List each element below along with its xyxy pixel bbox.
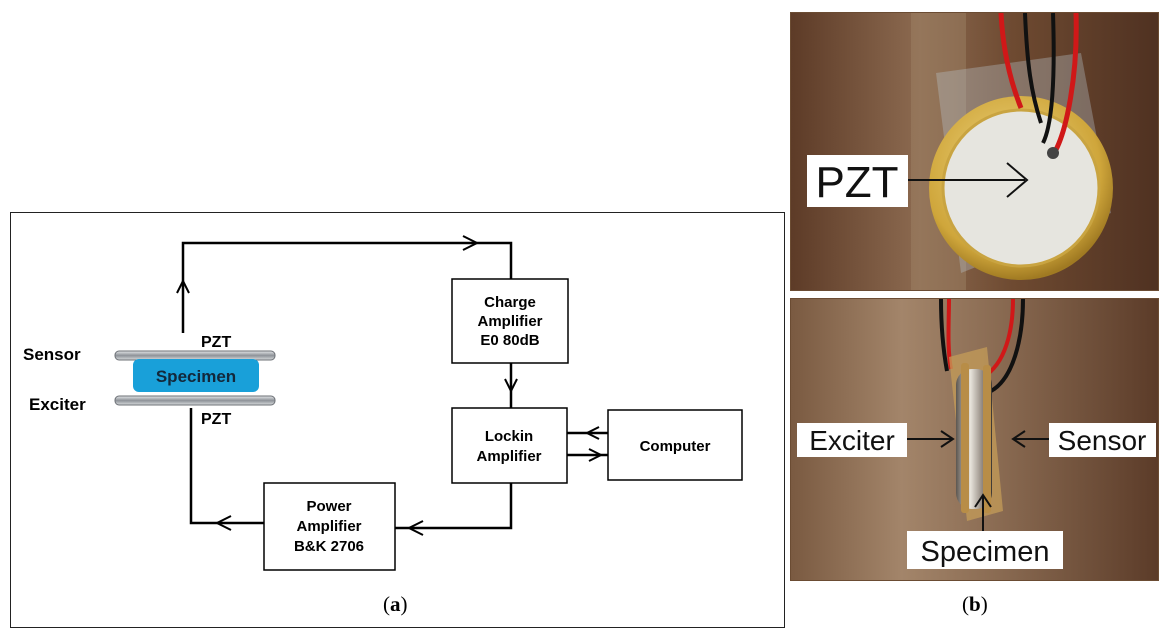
arrow-left-icon — [214, 515, 232, 531]
charge-amplifier-box: Charge Amplifier E0 80dB — [451, 278, 569, 364]
arrow-left-icon — [584, 426, 600, 440]
wire-power-amp-to-exciter — [189, 408, 264, 525]
diagram-panel-a: Sensor Exciter PZT PZT Specimen Charge A… — [10, 212, 785, 628]
label-sensor: Sensor — [23, 345, 81, 364]
power-amp-line-3: B&K 2706 — [294, 538, 364, 555]
power-amp-line-1: Power — [306, 498, 351, 515]
label-specimen: Specimen — [156, 367, 236, 386]
arrow-up-icon — [176, 278, 190, 294]
arrow-up-icon — [974, 493, 992, 508]
arrow-right-icon — [462, 235, 480, 251]
arrow-right-icon — [940, 430, 955, 448]
sensor-plate — [114, 350, 276, 361]
arrow-right-icon — [1006, 162, 1029, 198]
photo-pzt-disc: PZT — [790, 12, 1159, 291]
photo-label-sensor: Sensor — [1058, 425, 1147, 456]
charge-amp-line-1: Charge — [484, 294, 536, 311]
arrow-left-icon — [406, 520, 424, 536]
computer-box: Computer — [607, 409, 743, 481]
charge-amp-line-2: Amplifier — [477, 313, 542, 330]
specimen-block — [133, 359, 259, 392]
arrow-down-icon — [504, 378, 518, 394]
lockin-line-1: Lockin — [485, 428, 533, 445]
label-pzt-top: PZT — [201, 334, 231, 351]
computer-label: Computer — [640, 438, 711, 455]
block-diagram: Sensor Exciter PZT PZT Specimen Charge A… — [23, 235, 743, 571]
wire-sensor-to-charge-amp — [181, 241, 513, 333]
exciter-plate — [114, 395, 276, 406]
wire-lockin-to-power-amp — [395, 483, 513, 530]
lockin-amplifier-box: Lockin Amplifier — [451, 407, 568, 484]
power-amplifier-box: Power Amplifier B&K 2706 — [263, 482, 396, 571]
arrow-right-icon — [588, 448, 604, 462]
photo-label-pzt: PZT — [815, 158, 898, 207]
photo-label-exciter: Exciter — [809, 425, 895, 456]
label-pzt-bottom: PZT — [201, 411, 231, 428]
label-exciter: Exciter — [29, 395, 86, 414]
lockin-line-2: Amplifier — [476, 448, 541, 465]
charge-amp-line-3: E0 80dB — [480, 332, 539, 349]
power-amp-line-2: Amplifier — [296, 518, 361, 535]
specimen-side-illustration: Exciter Sensor Specimen — [791, 299, 1158, 580]
caption-b: (b) — [962, 592, 988, 616]
photo-label-specimen: Specimen — [921, 536, 1050, 568]
caption-a: (a) — [383, 592, 408, 616]
arrow-left-icon — [1011, 430, 1026, 448]
photo-specimen-side: Exciter Sensor Specimen — [790, 298, 1159, 581]
pzt-disc-illustration: PZT — [791, 13, 1158, 290]
